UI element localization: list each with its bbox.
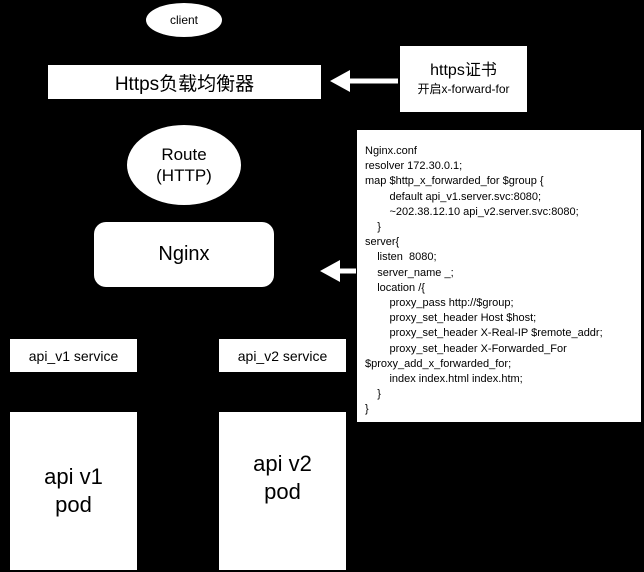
api-v1-pod-line1: api v1 bbox=[44, 464, 103, 489]
conf-line: } bbox=[365, 388, 381, 401]
api-v2-service-box: api_v2 service bbox=[219, 339, 346, 372]
conf-line: } bbox=[365, 403, 369, 416]
conf-line: map $http_x_forwarded_for $group { bbox=[365, 175, 544, 188]
cert-to-lb-arrow-icon bbox=[330, 70, 398, 92]
api-v1-service-label: api_v1 service bbox=[28, 347, 119, 364]
conf-line: proxy_set_header X-Real-IP $remote_addr; bbox=[365, 327, 603, 340]
api-v1-service-box: api_v1 service bbox=[10, 339, 137, 372]
conf-line: resolver 172.30.0.1; bbox=[365, 160, 463, 173]
conf-to-nginx-arrow-icon bbox=[320, 260, 356, 282]
route-line1: Route bbox=[161, 145, 207, 164]
cert-title: https证书 bbox=[430, 62, 497, 79]
conf-line: proxy_set_header X-Forwarded_For bbox=[365, 342, 567, 355]
api-v2-pod-box: api v2 pod bbox=[219, 412, 346, 570]
conf-line: $proxy_add_x_forwarded_for; bbox=[365, 357, 512, 370]
load-balancer-label: Https负载均衡器 bbox=[114, 73, 255, 95]
nginx-conf-box: Nginx.conf resolver 172.30.0.1; map $htt… bbox=[357, 130, 641, 422]
api-v1-pod-box: api v1 pod bbox=[10, 412, 137, 570]
client-label: client bbox=[169, 13, 198, 27]
api-v1-pod-line2: pod bbox=[55, 492, 92, 517]
cert-subtitle: 开启x-forward-for bbox=[417, 82, 510, 96]
conf-line: ~202.38.12.10 api_v2.server.svc:8080; bbox=[365, 205, 579, 218]
conf-line: server{ bbox=[365, 236, 400, 249]
route-node: Route (HTTP) bbox=[127, 125, 241, 205]
conf-line: index index.html index.htm; bbox=[365, 373, 523, 386]
api-v2-pod-line2: pod bbox=[264, 479, 301, 504]
conf-line: default api_v1.server.svc:8080; bbox=[365, 190, 542, 203]
conf-line: server_name _; bbox=[365, 266, 454, 279]
nginx-box: Nginx bbox=[94, 222, 274, 287]
api-v2-service-label: api_v2 service bbox=[237, 347, 328, 364]
conf-line: proxy_pass http://$group; bbox=[365, 297, 514, 310]
route-line2: (HTTP) bbox=[156, 166, 212, 185]
conf-line: location /{ bbox=[365, 281, 425, 294]
nginx-label: Nginx bbox=[158, 243, 210, 265]
https-load-balancer-box: Https负载均衡器 bbox=[48, 65, 321, 99]
conf-line: Nginx.conf bbox=[365, 145, 417, 157]
api-v2-pod-line1: api v2 bbox=[253, 451, 312, 476]
conf-line: listen 8080; bbox=[365, 251, 437, 264]
conf-line: proxy_set_header Host $host; bbox=[365, 312, 537, 325]
conf-line: } bbox=[365, 221, 381, 234]
https-cert-box: https证书 开启x-forward-for bbox=[400, 46, 527, 112]
client-node: client bbox=[146, 3, 222, 37]
